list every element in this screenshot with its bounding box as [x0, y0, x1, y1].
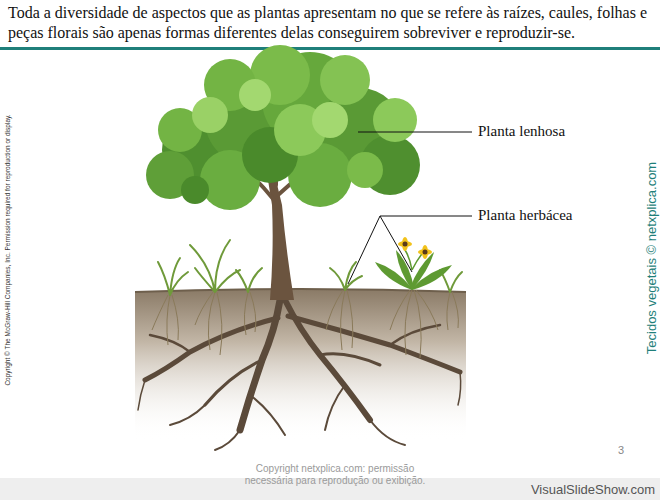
title-rule	[0, 47, 660, 50]
tree-canopy	[146, 45, 420, 210]
slide-title: Toda a diversidade de aspectos que as pl…	[8, 3, 656, 43]
page-number: 3	[618, 444, 624, 456]
copyright-note: Copyright © The McGraw-Hill Companies, I…	[4, 114, 11, 385]
herb-leaves	[158, 240, 462, 295]
leader-line	[348, 132, 472, 284]
herb-roots	[152, 290, 458, 358]
watermark: Copyright netxplica.com: permissão neces…	[240, 463, 430, 487]
herbaceous-plant	[375, 250, 452, 290]
soil	[135, 289, 466, 440]
plant-label: Planta herbácea	[478, 207, 573, 224]
site-credit: VisualSlideShow.com	[531, 482, 655, 497]
side-watermark: Tecidos vegetais © netxplica.com	[644, 162, 659, 354]
flower	[398, 237, 432, 270]
tree-roots	[138, 300, 461, 450]
plant-label: Planta lenhosa	[478, 123, 565, 140]
